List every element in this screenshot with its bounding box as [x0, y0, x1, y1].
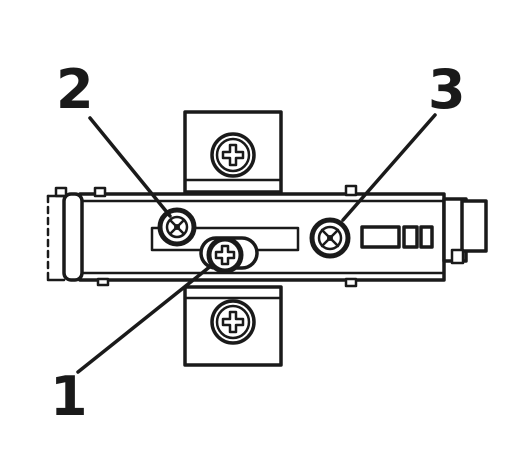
leader-line-1	[76, 263, 214, 374]
phillips-screw-icon	[210, 299, 256, 345]
leader-line-3	[341, 113, 437, 222]
callout-label-3: 3	[428, 58, 466, 121]
adjustment-cam-icon	[157, 207, 197, 247]
callout-label-2: 2	[56, 58, 94, 121]
hinge-cup-edge	[46, 192, 84, 282]
adjustment-cam-icon	[309, 217, 351, 259]
hinge-arm	[54, 184, 488, 288]
callout-label-1: 1	[50, 365, 88, 428]
mounting-plate-top	[183, 110, 283, 194]
mounting-screw-icon	[199, 236, 259, 274]
phillips-screw-icon	[210, 132, 256, 178]
leader-line-2	[88, 116, 172, 218]
